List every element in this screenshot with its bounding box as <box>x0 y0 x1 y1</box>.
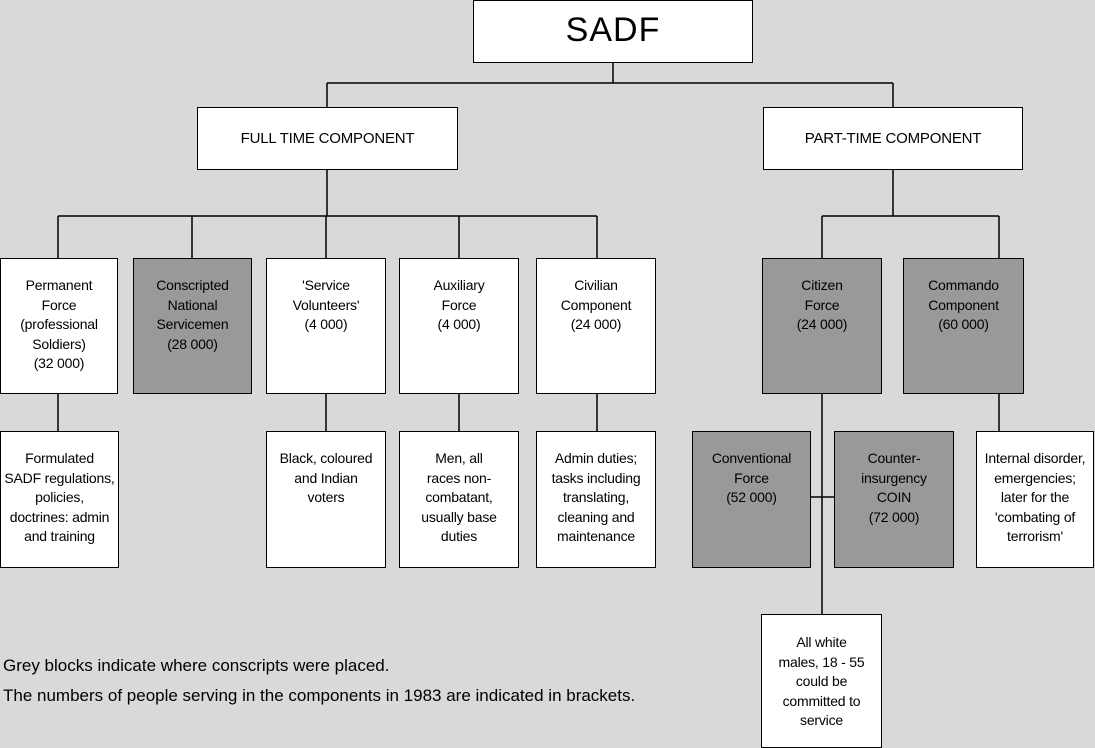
auxiliary-force-role-box: Men, all races non- combatant, usually b… <box>399 431 519 568</box>
legend-grey-blocks: Grey blocks indicate where conscripts we… <box>3 656 390 675</box>
service-volunteers-role-box: Black, coloured and Indian voters <box>266 431 386 568</box>
citizen-force-box: Citizen Force (24 000) <box>762 258 882 394</box>
conscripted-servicemen-box: Conscripted National Servicemen (28 000) <box>133 258 252 394</box>
permanent-force-role-box: Formulated SADF regulations, policies, d… <box>0 431 119 568</box>
service-eligibility-box: All white males, 18 - 55 could be commit… <box>761 614 882 748</box>
commando-component-box: Commando Component (60 000) <box>903 258 1024 394</box>
part-time-component-box: PART-TIME COMPONENT <box>763 107 1023 170</box>
full-time-component-box: FULL TIME COMPONENT <box>197 107 458 170</box>
civilian-component-role-box: Admin duties; tasks including translatin… <box>536 431 656 568</box>
conventional-force-box: Conventional Force (52 000) <box>692 431 811 568</box>
legend-numbers: The numbers of people serving in the com… <box>3 686 636 705</box>
civilian-component-box: Civilian Component (24 000) <box>536 258 656 394</box>
permanent-force-box: Permanent Force (professional Soldiers) … <box>0 258 118 394</box>
sadf-box: SADF <box>473 0 753 63</box>
counter-insurgency-box: Counter- insurgency COIN (72 000) <box>834 431 954 568</box>
service-volunteers-box: 'Service Volunteers' (4 000) <box>266 258 386 394</box>
auxiliary-force-box: Auxiliary Force (4 000) <box>399 258 519 394</box>
commando-role-box: Internal disorder, emergencies; later fo… <box>976 431 1094 568</box>
